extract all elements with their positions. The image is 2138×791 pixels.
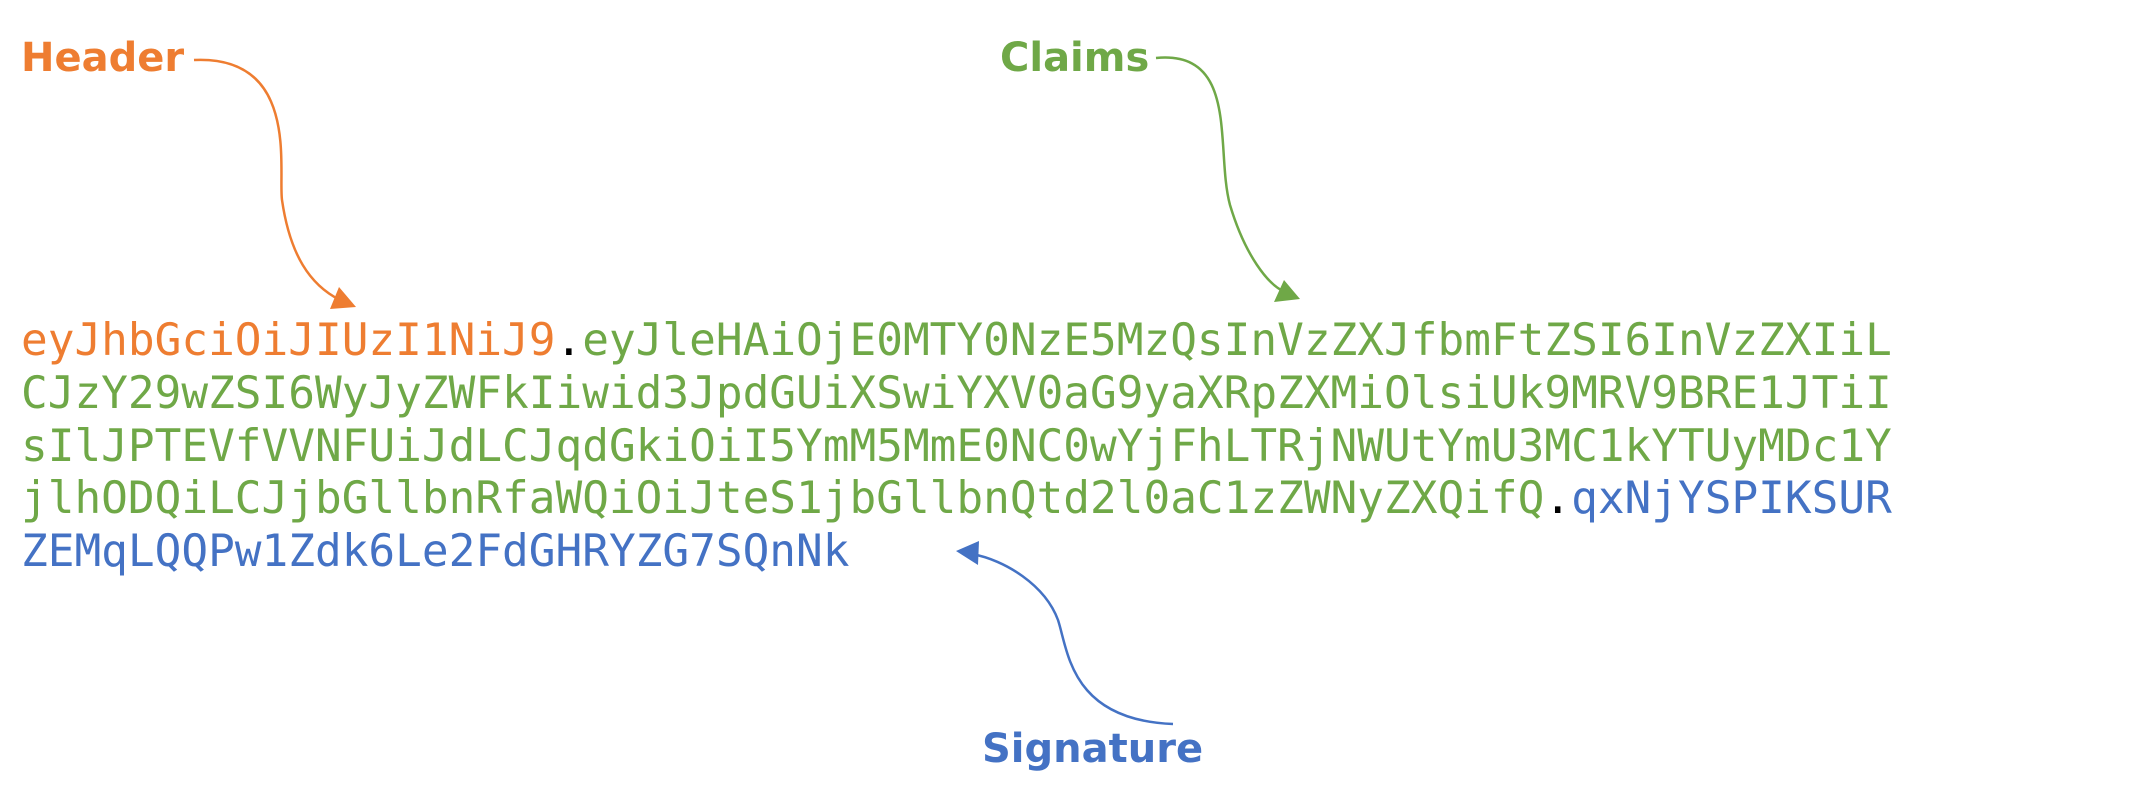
token-line-1: eyJhbGciOiJIUzI1NiJ9.eyJleHAiOjE0MTY0NzE…	[21, 315, 1892, 368]
signature-arrow	[956, 541, 1174, 726]
claims-label: Claims	[1000, 35, 1150, 81]
token-claims-part: eyJleHAiOjE0MTY0NzE5MzQsInVzZXJfbmFtZSI6…	[582, 315, 1892, 366]
jwt-token: eyJhbGciOiJIUzI1NiJ9.eyJleHAiOjE0MTY0NzE…	[21, 315, 1892, 579]
token-line-2: CJzY29wZSI6WyJyZWFkIiwid3JpdGUiXSwiYXV0a…	[21, 368, 1892, 421]
token-separator: .	[1544, 473, 1572, 525]
token-separator: .	[555, 315, 583, 366]
signature-label: Signature	[982, 726, 1204, 772]
token-signature-part: qxNjYSPIKSUR	[1571, 473, 1892, 525]
token-signature-part: ZEMqLQQPw1Zdk6Le2FdGHRYZG7SQnNk	[21, 526, 850, 578]
token-claims-part: jlhODQiLCJjbGllbnRfaWQiOiJteS1jbGllbnQtd…	[21, 473, 1545, 525]
token-header-part: eyJhbGciOiJIUzI1NiJ9	[21, 315, 556, 366]
token-line-4: jlhODQiLCJjbGllbnRfaWQiOiJteS1jbGllbnQtd…	[21, 473, 1892, 526]
token-claims-part: CJzY29wZSI6WyJyZWFkIiwid3JpdGUiXSwiYXV0a…	[21, 367, 1892, 419]
claims-arrow	[1155, 56, 1300, 302]
token-line-3: sIlJPTEVfVVNFUiJdLCJqdGkiOiI5YmM5MmE0NC0…	[21, 421, 1892, 474]
header-arrow	[193, 58, 356, 309]
token-claims-part: sIlJPTEVfVVNFUiJdLCJqdGkiOiI5YmM5MmE0NC0…	[21, 420, 1892, 472]
header-label: Header	[21, 35, 185, 81]
token-line-5: ZEMqLQQPw1Zdk6Le2FdGHRYZG7SQnNk	[21, 526, 1892, 579]
